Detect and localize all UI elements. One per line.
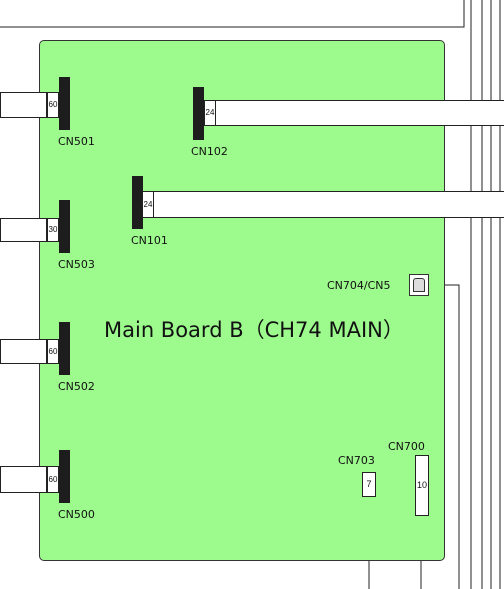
cn502-label: CN502 — [58, 380, 95, 393]
cn703-connector: 7 — [362, 472, 376, 497]
cn102-pin-count: 24 — [204, 100, 216, 126]
cn503-header — [59, 200, 70, 253]
cn501-label: CN501 — [58, 135, 95, 148]
cable-cn502 — [0, 339, 47, 364]
board-title: Main Board B（CH74 MAIN） — [104, 318, 404, 342]
cn501-header — [59, 77, 70, 130]
upper-board-outline — [0, 0, 465, 28]
cn704-label: CN704/CN5 — [327, 279, 391, 292]
cable-cn503 — [0, 218, 47, 242]
cn700-label: CN700 — [388, 440, 425, 453]
cn703-label: CN703 — [338, 454, 375, 467]
cable-cn102 — [214, 100, 504, 126]
cn101-pin-count: 24 — [142, 191, 154, 218]
cn503-pin-count: 30 — [47, 218, 59, 242]
cn500-label: CN500 — [58, 508, 95, 521]
cn101-label: CN101 — [131, 234, 168, 247]
cn700-connector: 10 — [415, 455, 429, 516]
cn102-label: CN102 — [191, 145, 228, 158]
cable-cn500 — [0, 466, 47, 493]
cn502-pin-count: 60 — [47, 339, 59, 364]
main-board-b — [39, 40, 445, 561]
cn500-header — [59, 450, 70, 503]
cn501-pin-count: 60 — [47, 92, 59, 118]
cn502-header — [59, 322, 70, 375]
cn503-label: CN503 — [58, 258, 95, 271]
cn102-header — [193, 87, 204, 140]
cable-cn501 — [0, 92, 47, 118]
usb-port-icon — [409, 274, 429, 296]
cable-cn101 — [152, 191, 504, 218]
cn101-header — [132, 176, 143, 229]
cn500-pin-count: 60 — [47, 466, 59, 493]
